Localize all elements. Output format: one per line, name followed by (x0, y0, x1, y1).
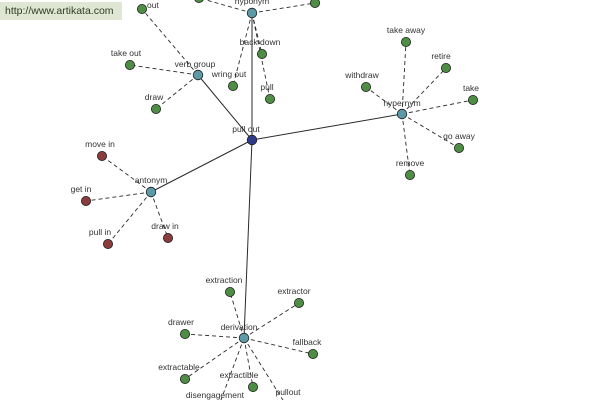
node-hyp-a[interactable] (194, 0, 204, 3)
node-remove[interactable] (404, 169, 415, 180)
node-derivation[interactable] (238, 332, 250, 344)
label-hyponym-top: hyponym (235, 0, 270, 6)
label-extractor: extractor (277, 286, 310, 296)
node-take[interactable] (467, 95, 478, 106)
label-wring-out: wring out (211, 69, 247, 79)
edge-hypernym-to-withdraw (365, 86, 403, 115)
node-pull-out[interactable] (246, 134, 258, 146)
label-remove: remove (396, 158, 425, 168)
edge-derivation-to-extractor (243, 302, 300, 339)
edge-pull-out-to-verb-group (197, 74, 253, 141)
edge-derivation-to-pullout (243, 337, 284, 400)
edge-pull-out-to-hypernym (251, 113, 403, 141)
graph-nodes (81, 0, 478, 392)
edge-antonym-to-get-in (85, 191, 152, 202)
node-antonym[interactable] (145, 186, 157, 198)
node-withdraw[interactable] (360, 82, 371, 93)
edge-antonym-to-move-in (101, 155, 152, 193)
edge-derivation-to-extractable (184, 337, 245, 380)
label-fallback: fallback (293, 337, 323, 347)
label-extractible: extractible (220, 370, 259, 380)
node-get-in[interactable] (81, 195, 92, 206)
label-back-down: back down (240, 37, 281, 47)
label-get-in: get in (71, 184, 92, 194)
label-drawer: drawer (168, 317, 194, 327)
node-draw-in[interactable] (162, 232, 173, 243)
label-extractable: extractable (158, 362, 200, 372)
node-draw[interactable] (150, 104, 161, 115)
edge-hyponym-top-to-wring-out (232, 12, 253, 87)
node-hyponym-top[interactable] (246, 7, 258, 19)
label-pull: pull (260, 82, 273, 92)
edge-hypernym-to-remove (401, 113, 411, 176)
label-take-away: take away (387, 25, 426, 35)
edge-hyponym-top-to-hyp-a (204, 0, 253, 14)
label-out: out (147, 0, 159, 10)
node-pull-in[interactable] (103, 238, 114, 249)
edge-derivation-to-disengagement (220, 337, 245, 400)
node-drawer[interactable] (179, 328, 190, 339)
node-extraction[interactable] (224, 286, 235, 297)
node-out[interactable] (136, 4, 147, 14)
node-wring-out[interactable] (227, 81, 238, 92)
edge-hyponym-top-to-back-down (251, 12, 263, 55)
label-antonym: antonym (135, 175, 168, 185)
watermark-url: http://www.artikata.com (0, 2, 122, 20)
label-take-out: take out (111, 48, 142, 58)
edge-pull-out-to-derivation (243, 139, 253, 339)
edge-verb-group-to-draw (155, 74, 199, 110)
label-draw: draw (145, 92, 164, 102)
label-draw-in: draw in (151, 221, 179, 231)
node-pull[interactable] (264, 94, 275, 105)
label-move-in: move in (85, 139, 115, 149)
label-go-away: go away (443, 131, 475, 141)
label-take: take (463, 83, 479, 93)
node-move-in[interactable] (97, 150, 108, 161)
label-withdraw: withdraw (344, 70, 379, 80)
edge-hyponym-top-to-hyp-b (251, 2, 316, 14)
node-take-out[interactable] (125, 60, 136, 71)
node-extractible[interactable] (247, 381, 258, 392)
edge-pull-out-to-antonym (150, 139, 253, 193)
node-verb-group[interactable] (192, 69, 204, 81)
edge-derivation-to-extraction (229, 291, 245, 339)
label-pull-out: pull out (232, 124, 260, 134)
node-back-down[interactable] (256, 49, 267, 60)
node-go-away[interactable] (453, 142, 464, 153)
edge-hypernym-to-take-away (401, 41, 407, 115)
edge-derivation-to-fallback (243, 337, 314, 355)
edge-derivation-to-extractible (243, 337, 254, 388)
label-disengagement: disengagement (186, 390, 245, 400)
label-extraction: extraction (206, 275, 243, 285)
label-derivation: derivation (221, 322, 258, 332)
node-hyp-b[interactable] (310, 0, 320, 8)
label-hypernym: hypernym (383, 98, 420, 108)
edge-derivation-to-drawer (184, 333, 245, 339)
node-hypernym[interactable] (396, 108, 408, 120)
label-pullout: pullout (275, 387, 301, 397)
node-extractor[interactable] (293, 297, 304, 308)
graph-edges (85, 0, 474, 400)
edge-antonym-to-pull-in (107, 191, 152, 245)
edge-verb-group-to-take-out (129, 64, 199, 76)
edge-hypernym-to-take (401, 99, 474, 115)
node-take-away[interactable] (400, 37, 411, 48)
node-extractable[interactable] (179, 373, 190, 384)
label-retire: retire (431, 51, 451, 61)
label-verb-group: verb group (175, 59, 216, 69)
edge-hypernym-to-retire (401, 67, 447, 115)
node-fallback[interactable] (307, 348, 318, 359)
edge-antonym-to-draw-in (150, 191, 169, 239)
node-retire[interactable] (440, 63, 451, 74)
label-pull-in: pull in (89, 227, 111, 237)
edge-verb-group-to-out (141, 8, 199, 76)
